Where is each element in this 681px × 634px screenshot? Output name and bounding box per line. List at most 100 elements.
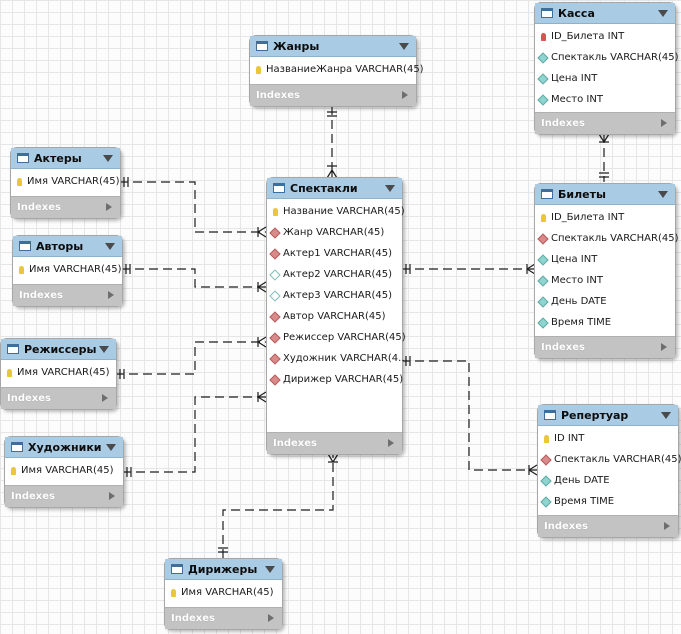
column-icon xyxy=(540,474,552,487)
indexes-section[interactable]: Indexes xyxy=(11,196,120,218)
indexes-section[interactable]: Indexes xyxy=(267,432,402,454)
table-name: Спектакли xyxy=(290,181,358,195)
expand-indexes-icon[interactable] xyxy=(664,522,670,530)
foreign-key-icon xyxy=(269,373,281,386)
table-header[interactable]: Касса xyxy=(535,3,675,24)
column-list: Имя VARCHAR(45) xyxy=(165,580,282,606)
table-header[interactable]: Актеры xyxy=(11,148,120,169)
expand-indexes-icon[interactable] xyxy=(109,492,115,500)
table-header[interactable]: Художники xyxy=(5,437,123,458)
column-row[interactable]: Имя VARCHAR(45) xyxy=(11,171,120,192)
column-row[interactable]: ID INT xyxy=(538,428,678,449)
column-list: НазваниеЖанра VARCHAR(45) xyxy=(250,57,424,83)
column-row[interactable]: Спектакль VARCHAR(45) xyxy=(538,449,681,470)
table-header[interactable]: Дирижеры xyxy=(165,559,282,580)
primary-key-icon xyxy=(538,213,548,222)
column-row[interactable]: День DATE xyxy=(538,470,678,491)
column-row[interactable]: Имя VARCHAR(45) xyxy=(13,259,122,280)
column-row[interactable]: Режиссер VARCHAR(45) xyxy=(267,327,406,348)
table-header[interactable]: Авторы xyxy=(13,236,122,257)
table-header[interactable]: Жанры xyxy=(250,36,416,57)
expand-indexes-icon[interactable] xyxy=(661,119,667,127)
column-row[interactable]: Время TIME xyxy=(538,491,678,512)
collapse-arrow-icon[interactable] xyxy=(658,191,668,198)
expand-indexes-icon[interactable] xyxy=(106,203,112,211)
column-row[interactable]: Жанр VARCHAR(45) xyxy=(267,222,402,243)
column-row[interactable]: Художник VARCHAR(4... xyxy=(267,348,408,369)
column-row[interactable]: ID_Билета INT xyxy=(535,207,675,228)
indexes-section[interactable]: Indexes xyxy=(13,284,122,306)
column-row[interactable]: Цена INT xyxy=(535,68,675,89)
expand-indexes-icon[interactable] xyxy=(402,91,408,99)
table-header[interactable]: Репертуар xyxy=(538,405,678,426)
expand-indexes-icon[interactable] xyxy=(268,614,274,622)
indexes-section[interactable]: Indexes xyxy=(535,336,675,358)
indexes-section[interactable]: Indexes xyxy=(535,112,675,134)
primary-key-icon xyxy=(168,588,178,597)
table-header[interactable]: Билеты xyxy=(535,184,675,205)
collapse-arrow-icon[interactable] xyxy=(658,10,668,17)
foreign-key-icon xyxy=(537,232,549,245)
column-row[interactable]: Спектакль VARCHAR(45) xyxy=(535,228,678,249)
column-label: ID_Билета INT xyxy=(551,31,625,42)
column-row[interactable]: Место INT xyxy=(535,89,675,110)
indexes-section[interactable]: Indexes xyxy=(5,485,123,507)
collapse-arrow-icon[interactable] xyxy=(99,346,109,353)
table-icon xyxy=(17,153,29,163)
indexes-label: Indexes xyxy=(171,613,215,624)
collapse-arrow-icon[interactable] xyxy=(103,155,113,162)
column-row[interactable]: Место INT xyxy=(535,270,675,291)
indexes-section[interactable]: Indexes xyxy=(250,84,416,106)
collapse-arrow-icon[interactable] xyxy=(265,566,275,573)
expand-indexes-icon[interactable] xyxy=(108,291,114,299)
column-row[interactable]: Название VARCHAR(45) xyxy=(267,201,405,222)
collapse-arrow-icon[interactable] xyxy=(106,444,116,451)
collapse-arrow-icon[interactable] xyxy=(105,243,115,250)
column-row[interactable]: Время TIME xyxy=(535,312,675,333)
column-label: ID_Билета INT xyxy=(551,212,625,223)
table-icon xyxy=(171,564,183,574)
column-row[interactable]: Автор VARCHAR(45) xyxy=(267,306,402,327)
indexes-section[interactable]: Indexes xyxy=(538,515,678,537)
collapse-arrow-icon[interactable] xyxy=(399,43,409,50)
column-label: Имя VARCHAR(45) xyxy=(181,587,274,598)
column-row[interactable]: Имя VARCHAR(45) xyxy=(165,582,282,603)
column-row[interactable]: Дирижер VARCHAR(45) xyxy=(267,369,403,390)
expand-indexes-icon[interactable] xyxy=(661,343,667,351)
table-header[interactable]: Режиссеры xyxy=(1,339,116,360)
expand-indexes-icon[interactable] xyxy=(388,439,394,447)
foreign-key-icon xyxy=(269,226,281,239)
table-header[interactable]: Спектакли xyxy=(267,178,402,199)
relationship-dirizhery-spektakli xyxy=(218,453,339,558)
column-row[interactable]: ID_Билета INT xyxy=(535,26,675,47)
column-label: Спектакль VARCHAR(45) xyxy=(554,454,681,465)
expand-indexes-icon[interactable] xyxy=(102,394,108,402)
column-label: Цена INT xyxy=(551,254,598,265)
column-row[interactable]: Актер2 VARCHAR(45) xyxy=(267,264,402,285)
column-row[interactable]: Имя VARCHAR(45) xyxy=(5,460,123,481)
column-row[interactable]: Имя VARCHAR(45) xyxy=(1,362,116,383)
column-row[interactable]: Актер3 VARCHAR(45) xyxy=(267,285,402,306)
indexes-label: Indexes xyxy=(544,521,588,532)
column-row[interactable]: Спектакль VARCHAR(45) xyxy=(535,47,678,68)
column-row[interactable]: День DATE xyxy=(535,291,675,312)
column-label: Цена INT xyxy=(551,73,598,84)
indexes-section[interactable]: Indexes xyxy=(1,387,116,409)
collapse-arrow-icon[interactable] xyxy=(661,412,671,419)
indexes-section[interactable]: Indexes xyxy=(165,607,282,629)
collapse-arrow-icon[interactable] xyxy=(385,185,395,192)
column-label: День DATE xyxy=(551,296,607,307)
column-row[interactable]: Цена INT xyxy=(535,249,675,270)
column-row[interactable]: НазваниеЖанра VARCHAR(45) xyxy=(250,59,424,80)
column-row[interactable]: Актер1 VARCHAR(45) xyxy=(267,243,402,264)
